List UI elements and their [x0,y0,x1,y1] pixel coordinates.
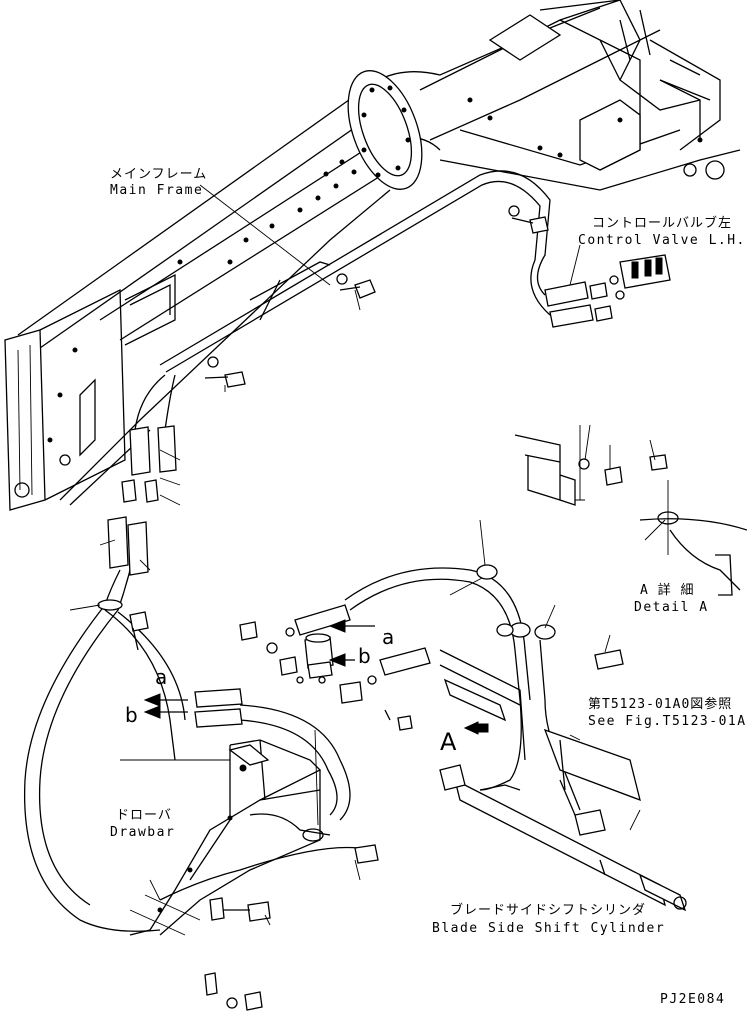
main-frame-label-jp: メインフレーム [110,167,207,182]
drawbar-label-en: Drawbar [110,825,175,840]
cylinder-label-jp: ブレードサイドシフトシリンダ [450,902,646,918]
leader-lines [69,184,666,926]
connection-a-center: a [382,625,394,649]
see-fig-label-jp: 第T5123-01A0図参照 [588,696,732,712]
drawing-code: PJ2E084 [660,992,725,1007]
drawbar-label-jp: ドローバ [116,808,172,823]
detail-a-drawing [514,425,747,596]
fittings [97,205,679,1011]
detail-a-marker: A [440,728,457,756]
main-frame-drawing [4,0,741,511]
see-fig-label-en: See Fig.T5123-01A0 [588,714,747,729]
connection-a-left: a [155,665,167,689]
cylinder-label-en: Blade Side Shift Cylinder [432,921,665,936]
connection-b-center: b [358,644,371,668]
hose-lines [23,170,581,932]
detail-a-label-jp: A 詳 細 [640,582,694,598]
detail-a-label-en: Detail A [634,600,709,615]
cylinder-drawing [439,649,687,912]
control-valve-label-jp: コントロールバルブ左 [592,215,732,231]
drawbar-drawing [129,739,331,936]
main-frame-label-en: Main Frame [110,183,203,198]
connection-b-left: b [125,703,138,727]
connection-arrows [143,619,489,735]
frame-rivets [47,159,357,443]
control-valve-label-en: Control Valve L.H. [578,233,746,248]
